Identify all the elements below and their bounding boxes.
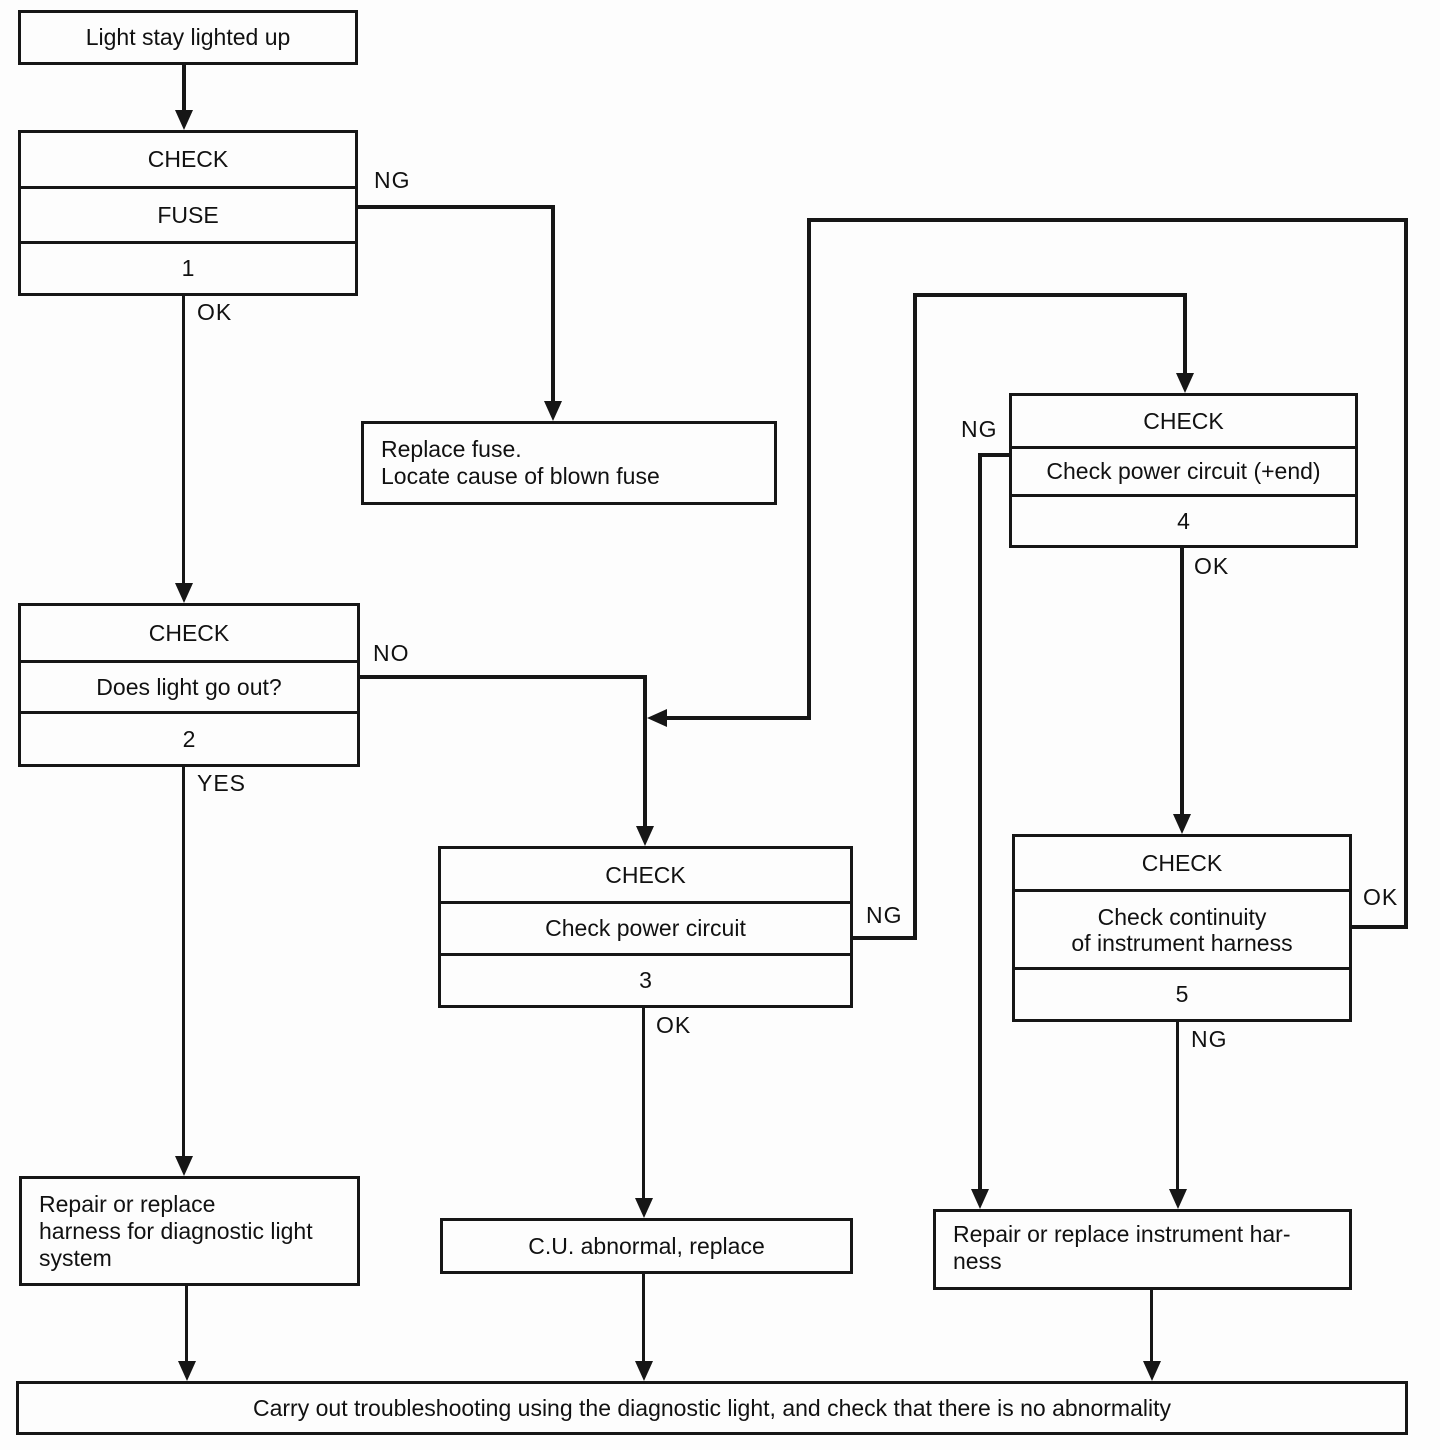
label-check1-ok: OK [197,299,233,325]
repair-instr-line2: ness [953,1248,1002,1274]
arrowhead-into-check4 [1176,373,1194,393]
check2-header: CHECK [148,619,230,646]
arrowhead-diag-into-bar [178,1361,196,1381]
node-cu-abnormal: C.U. abnormal, replace [440,1218,853,1274]
check4-body: Check power circuit (+end) [1012,446,1355,494]
node-start: Light stay lighted up [18,10,358,65]
arrowhead-into-cu [635,1198,653,1218]
edge-check3-ok [642,1008,645,1199]
check3-body: Check power circuit [441,901,850,953]
final-instruction-label: Carry out troubleshooting using the diag… [253,1394,1171,1421]
edge-cu-bar [642,1274,645,1363]
label-check1-ng: NG [374,167,411,193]
edge-check5-ok-h1 [1352,925,1408,929]
edge-repair-instr-bar [1150,1290,1153,1363]
repair-diag-line1: Repair or replace [39,1190,216,1217]
check1-body: FUSE [21,186,355,241]
arrowhead-into-check3 [636,826,654,846]
arrowhead-ng5-into-repair-instr [1169,1189,1187,1209]
check2-number: 2 [21,711,357,764]
node-repair-instrument-harness: Repair or replace instrument har- ness [933,1209,1352,1290]
check5-body: Check continuity of instrument harness [1015,889,1349,967]
label-check3-ng: NG [866,902,903,928]
check2-body: Does light go out? [21,660,357,711]
check4-header: CHECK [1143,407,1224,434]
node-check-power-circuit-end: CHECK Check power circuit (+end) 4 [1009,393,1358,548]
arrowhead-into-repair-diag [175,1156,193,1176]
edge-check3-ng-v2 [1183,293,1187,375]
arrowhead-instr-into-bar [1143,1361,1161,1381]
arrowhead-into-check1 [175,110,193,130]
check4-number: 4 [1012,494,1355,545]
cu-label: C.U. abnormal, replace [528,1232,765,1259]
edge-check1-ng-h [358,205,555,209]
edge-check2-no-v [643,675,647,827]
edge-check4-ok [1180,548,1184,815]
check5-header: CHECK [1141,849,1223,876]
node-check-fuse: CHECK FUSE 1 [18,130,358,296]
label-check5-ok: OK [1363,884,1399,910]
edge-check2-no-h [360,675,647,679]
label-check4-ng: NG [961,416,998,442]
edge-check1-ng-v [551,205,555,403]
check5-body-line1: Check continuity [1097,903,1267,930]
check3-number: 3 [441,953,850,1005]
replace-fuse-line1: Replace fuse. [381,436,522,462]
node-check-light-out: CHECK Does light go out? 2 [18,603,360,767]
check5-number: 5 [1015,967,1349,1019]
edge-check3-ng-h2 [913,293,1187,297]
edge-start-check1 [182,65,186,112]
arrowhead-into-replace-fuse [544,401,562,421]
edge-check5-ng [1176,1022,1179,1190]
replace-fuse-line2: Locate cause of blown fuse [381,463,660,489]
edge-check5-ok-h3 [665,716,811,720]
edge-check5-ok-h2 [807,218,1408,222]
edge-check3-ng-h1 [853,936,917,940]
node-check-continuity: CHECK Check continuity of instrument har… [1012,834,1352,1022]
edge-check3-ng-v [913,293,917,940]
label-check3-ok: OK [656,1012,692,1038]
arrowhead-cu-into-bar [635,1361,653,1381]
start-label: Light stay lighted up [85,24,291,50]
edge-repair-diag-bar [185,1286,188,1363]
arrowhead-ng4-into-repair-instr [971,1189,989,1209]
label-check4-ok: OK [1194,553,1230,579]
label-check5-ng: NG [1191,1026,1228,1052]
node-replace-fuse: Replace fuse. Locate cause of blown fuse [361,421,777,505]
arrowhead-into-check5 [1173,814,1191,834]
node-repair-diagnostic-harness: Repair or replace harness for diagnostic… [19,1176,360,1286]
edge-check2-yes [182,767,185,1157]
repair-diag-line2: harness for diagnostic light [39,1217,313,1244]
node-final-instruction: Carry out troubleshooting using the diag… [16,1381,1408,1435]
edge-check4-ng-h [980,453,1011,457]
repair-instr-line1: Repair or replace instrument har- [953,1221,1291,1247]
arrowhead-loop-into-check3-line [647,709,667,727]
edge-check1-ok [182,296,185,584]
check1-header: CHECK [147,146,229,172]
check3-header: CHECK [605,861,686,888]
repair-diag-line3: system [39,1244,112,1271]
check1-number: 1 [21,241,355,293]
label-check2-yes: YES [197,770,247,796]
node-check-power-circuit: CHECK Check power circuit 3 [438,846,853,1008]
arrowhead-into-check2 [175,583,193,603]
edge-check5-ok-v2 [807,218,811,720]
edge-check5-ok-v1 [1404,218,1408,929]
edge-check4-ng-v [978,453,982,1190]
label-check2-no: NO [373,640,410,666]
check5-body-line2: of instrument harness [1071,929,1293,956]
